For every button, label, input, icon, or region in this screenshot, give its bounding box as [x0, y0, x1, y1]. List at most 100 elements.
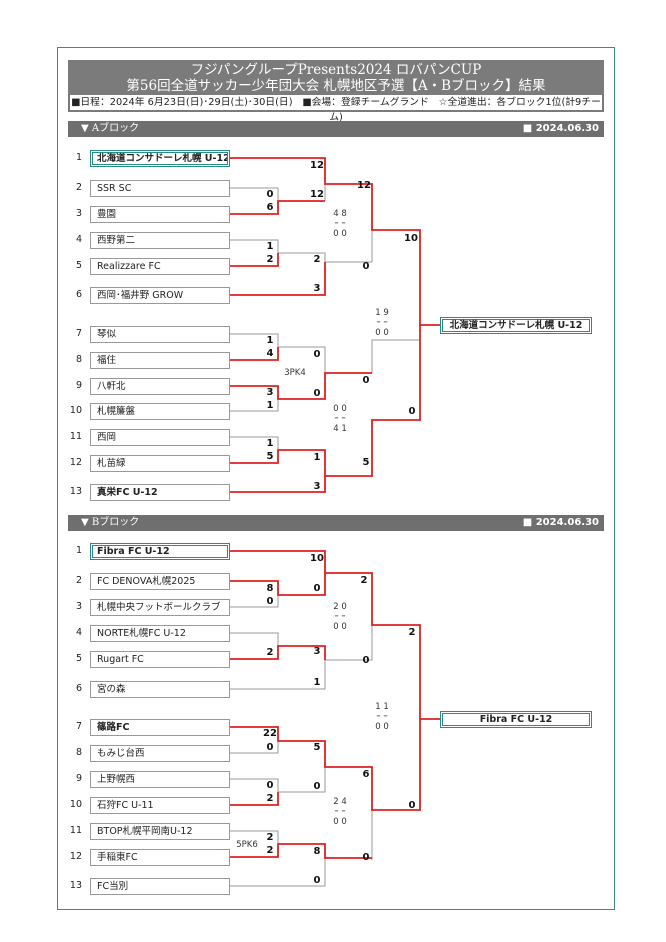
- seed-label: 5: [75, 260, 82, 271]
- score: 0: [313, 781, 321, 792]
- seed-label: 2: [75, 182, 82, 193]
- score: 2: [266, 793, 274, 804]
- score: 6: [362, 769, 370, 780]
- score: 8: [313, 846, 321, 857]
- seed-label: 10: [69, 799, 82, 810]
- team-box: FC DENOVA札幌2025: [90, 573, 230, 590]
- team-box: 北海道コンサドーレ札幌 U-12: [90, 150, 230, 167]
- seed-label: 8: [75, 354, 82, 365]
- team-box: 豊園: [90, 206, 230, 223]
- score: 3: [266, 387, 274, 398]
- score: 1: [266, 438, 274, 449]
- seed-label: 11: [69, 825, 82, 836]
- score: 0: [266, 780, 274, 791]
- team-box: 札幌中央フットボールクラブ: [90, 599, 230, 616]
- score: 2: [266, 254, 274, 265]
- team-box: FC当別: [90, 878, 230, 895]
- score: 1: [313, 452, 321, 463]
- seed-label: 13: [69, 880, 82, 891]
- score: 0: [362, 655, 370, 666]
- score: 2: [266, 647, 274, 658]
- team-box: 西野第二: [90, 232, 230, 249]
- seed-label: 12: [69, 457, 82, 468]
- score: 1: [313, 677, 321, 688]
- page-header: フジパングループPresents2024 ロバパンCUP 第56回全道サッカー少…: [68, 60, 604, 123]
- team-box: 西岡: [90, 429, 230, 446]
- score: 0: [266, 189, 274, 200]
- block-a-label: ▼ Aブロック: [81, 123, 140, 134]
- block-b-champion: Fibra FC U-12: [440, 711, 592, 728]
- score: 10: [404, 233, 418, 244]
- team-box: NORTE札幌FC U-12: [90, 625, 230, 642]
- score: 0: [313, 583, 321, 594]
- seed-label: 4: [75, 234, 82, 245]
- seed-label: 6: [75, 289, 82, 300]
- score: 3: [313, 481, 321, 492]
- seed-label: 1: [75, 545, 82, 556]
- score: 2: [266, 845, 274, 856]
- header-title-1: フジパングループPresents2024 ロバパンCUP: [190, 62, 482, 78]
- score: 2: [313, 254, 321, 265]
- score: 10: [310, 553, 324, 564]
- score: 0: [362, 375, 370, 386]
- score: 2: [408, 627, 416, 638]
- block-a-red-lines: [230, 157, 440, 493]
- seed-label: 11: [69, 431, 82, 442]
- block-b-bar: ▼ Bブロック ■ 2024.06.30: [68, 515, 604, 531]
- pk-annotation: 3PK4: [284, 368, 306, 378]
- score: 4: [266, 348, 274, 359]
- score: 1: [266, 335, 274, 346]
- score: 0: [266, 596, 274, 607]
- score: 5: [266, 451, 274, 462]
- seed-label: 8: [75, 747, 82, 758]
- block-a-date: ■ 2024.06.30: [522, 123, 599, 134]
- seed-label: 7: [75, 721, 82, 732]
- seed-label: 10: [69, 405, 82, 416]
- seed-label: 2: [75, 575, 82, 586]
- team-box: 札苗緑: [90, 455, 230, 472]
- team-box: 宮の森: [90, 681, 230, 698]
- score: 2: [360, 575, 368, 586]
- seed-label: 6: [75, 683, 82, 694]
- block-b-date: ■ 2024.06.30: [522, 517, 599, 528]
- score: 5: [362, 457, 370, 468]
- header-title-2: 第56回全道サッカー少年団大会 札幌地区予選【A・Bブロック】結果: [126, 78, 546, 94]
- score: 12: [310, 160, 324, 171]
- seed-label: 9: [75, 773, 82, 784]
- team-box: Rugart FC: [90, 651, 230, 668]
- score: 12: [310, 189, 324, 200]
- seed-label: 13: [69, 486, 82, 497]
- team-box: 西岡･福井野 GROW: [90, 287, 230, 304]
- score: 0: [408, 800, 416, 811]
- score: 5: [313, 742, 321, 753]
- score: 22: [263, 728, 277, 739]
- team-box: Realizzare FC: [90, 258, 230, 275]
- block-b-red-lines: [230, 550, 440, 859]
- seed-label: 5: [75, 653, 82, 664]
- page-frame: [57, 47, 615, 910]
- team-box: もみじ台西: [90, 745, 230, 762]
- block-a-champion: 北海道コンサドーレ札幌 U-12: [440, 317, 592, 334]
- score: 0: [362, 261, 370, 272]
- seed-label: 9: [75, 380, 82, 391]
- team-box: 上野幌西: [90, 771, 230, 788]
- seed-label: 3: [75, 208, 82, 219]
- seed-label: 3: [75, 601, 82, 612]
- score: 0: [266, 742, 274, 753]
- team-box: 福住: [90, 352, 230, 369]
- block-b-grey-lines: [230, 595, 373, 887]
- seed-label: 4: [75, 627, 82, 638]
- score: 8: [266, 583, 274, 594]
- score: 0: [408, 406, 416, 417]
- score: 1: [266, 241, 274, 252]
- team-box: SSR SC: [90, 180, 230, 197]
- team-box: 篠路FC: [90, 719, 230, 736]
- team-box: Fibra FC U-12: [90, 543, 230, 560]
- score: 1: [266, 400, 274, 411]
